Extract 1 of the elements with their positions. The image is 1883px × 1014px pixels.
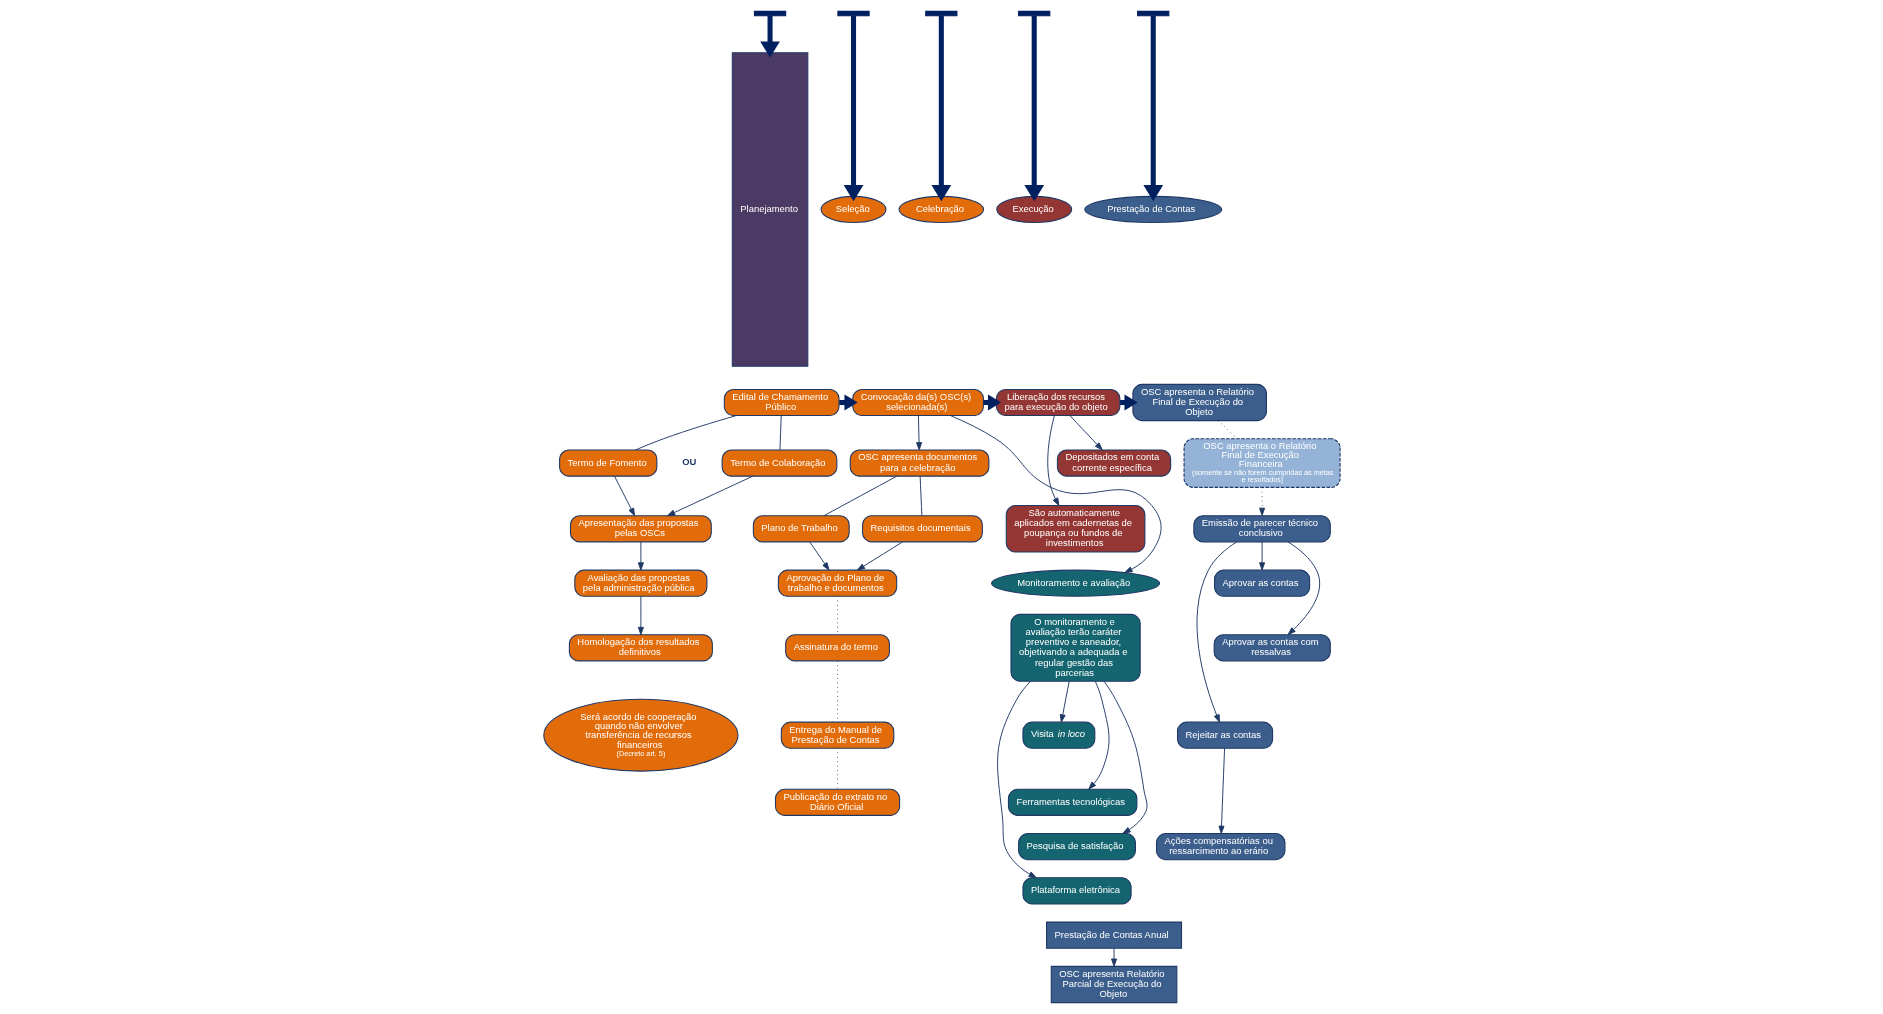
label: OU	[681, 455, 696, 467]
